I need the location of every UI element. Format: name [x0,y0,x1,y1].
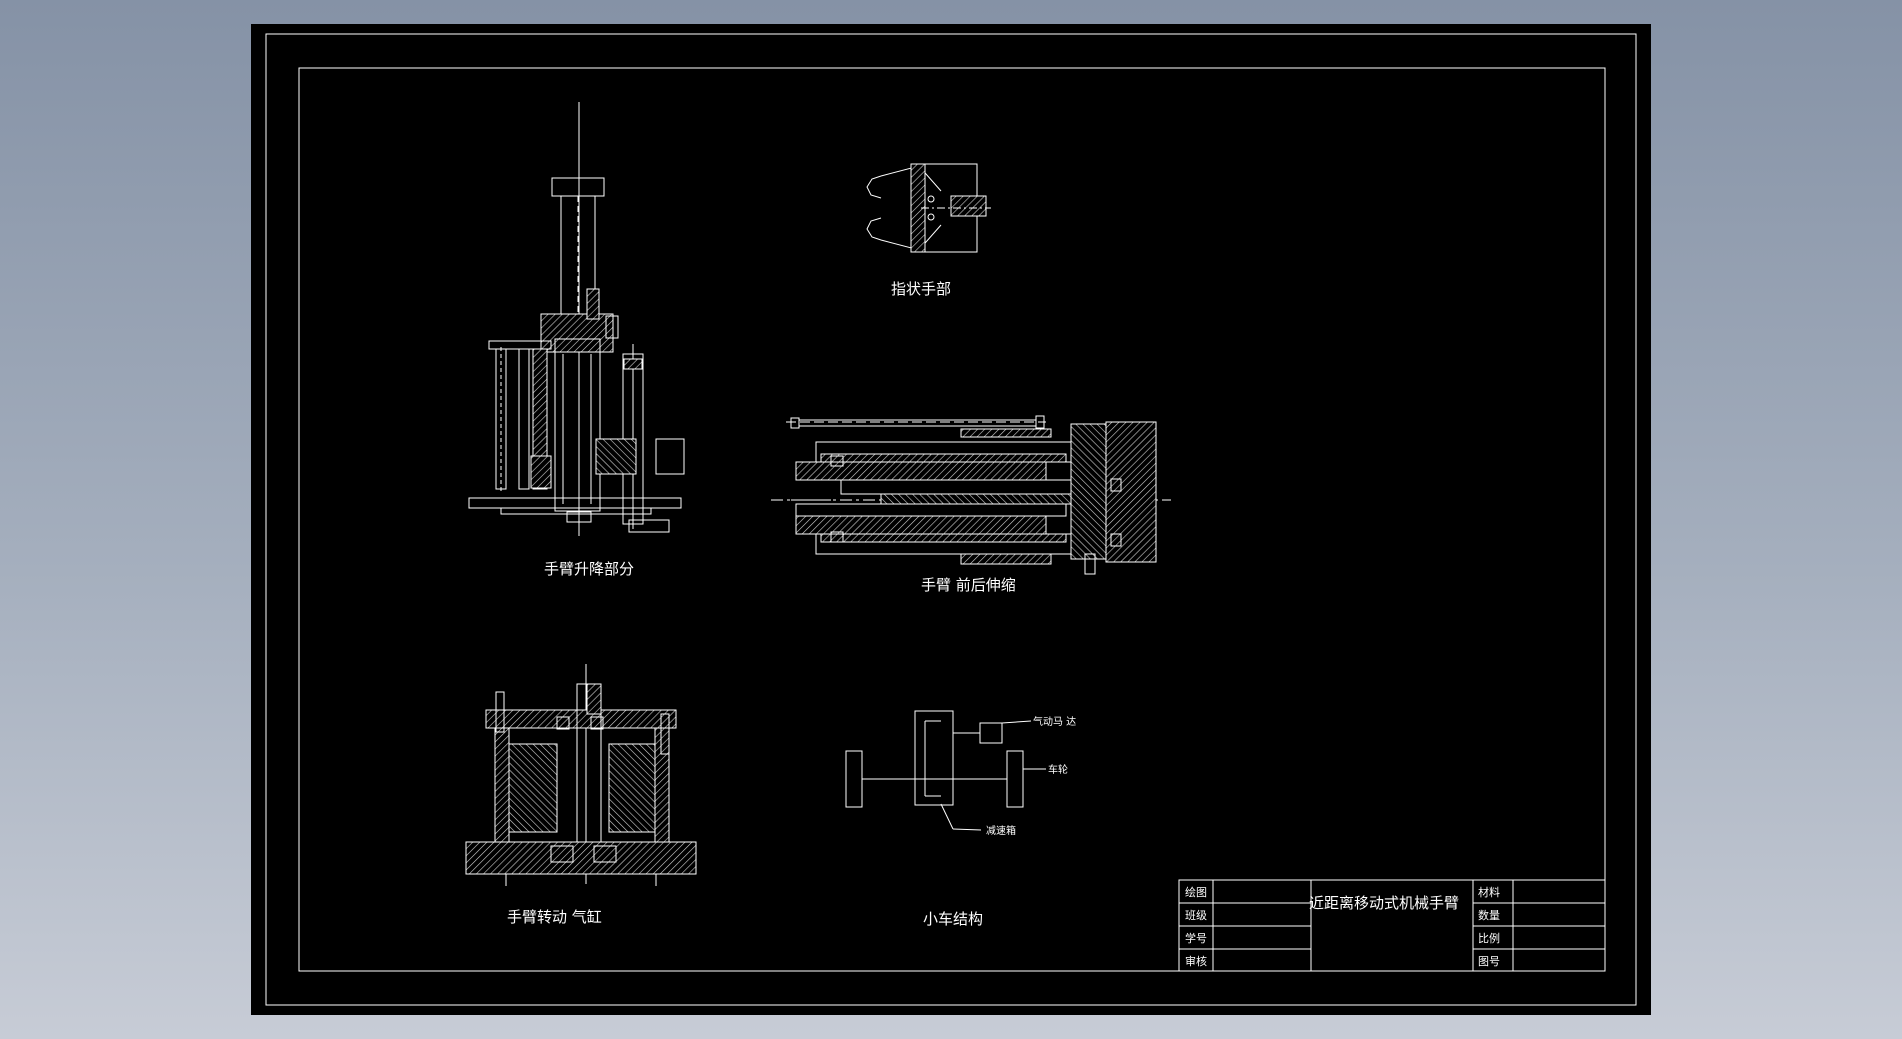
title-block [1178,879,1606,972]
finger-hand-view [866,163,991,253]
tb-scale: 比例 [1478,931,1500,945]
callout-wheel: 车轮 [1048,763,1068,776]
tb-drawn: 绘图 [1185,885,1207,899]
tb-student-no: 学号 [1185,931,1207,945]
cart-structure-view [845,710,1046,831]
label-finger-hand: 指状手部 [891,280,951,298]
tb-drawing-no: 图号 [1478,955,1500,968]
label-arm-telescopic: 手臂 前后伸缩 [921,576,1016,594]
label-cart-structure: 小车结构 [923,910,983,928]
label-lift-section: 手臂升降部分 [544,560,634,578]
label-rotary-cylinder: 手臂转动 气缸 [507,908,602,926]
rotary-cylinder-view [465,664,697,886]
tb-class: 班级 [1185,909,1207,922]
drawing-frame [265,33,1637,1006]
tb-quantity: 数量 [1478,909,1500,922]
callout-gearbox: 减速箱 [986,824,1016,837]
tb-review: 审核 [1185,954,1207,968]
arm-telescopic-view [771,415,1171,575]
title-block-title: 近距离移动式机械手臂 [1309,894,1459,912]
callout-air-motor: 气动马 达 [1033,715,1076,728]
cad-drawing: 指状手部 手臂升降部分 [265,33,1637,1006]
tb-material: 材料 [1478,885,1500,899]
drawing-sheet: 指状手部 手臂升降部分 [251,24,1651,1015]
lift-section-view [468,102,685,536]
